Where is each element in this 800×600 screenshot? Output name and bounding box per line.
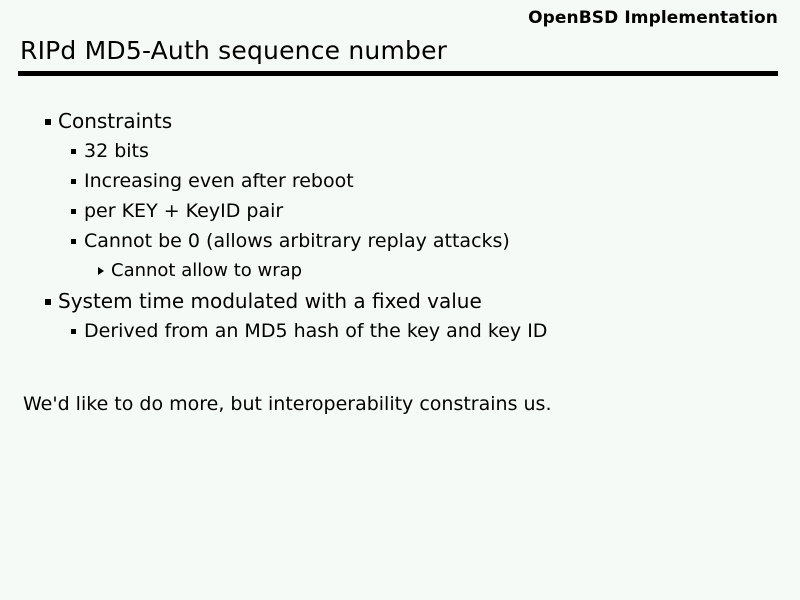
list-item-label: per KEY + KeyID pair <box>84 200 284 222</box>
list-item: 32 bits <box>0 136 800 166</box>
list-item-label: 32 bits <box>84 140 149 162</box>
list-item: Increasing even after reboot <box>0 166 800 196</box>
page-title: RIPd MD5-Auth sequence number <box>20 36 448 65</box>
list-item: Cannot be 0 (allows arbitrary replay att… <box>0 226 800 256</box>
list-item-label: Cannot be 0 (allows arbitrary replay att… <box>84 230 510 252</box>
slide-header-label: OpenBSD Implementation <box>528 8 778 28</box>
bullet-list: Constraints 32 bits Increasing even afte… <box>0 106 800 346</box>
list-item-label: Cannot allow to wrap <box>111 260 303 281</box>
list-item-label: Derived from an MD5 hash of the key and … <box>84 320 548 342</box>
square-bullet-icon <box>70 136 84 165</box>
list-item-label: Constraints <box>58 109 173 133</box>
list-item: Constraints <box>0 106 800 136</box>
list-item: per KEY + KeyID pair <box>0 196 800 226</box>
square-bullet-icon <box>70 316 84 345</box>
title-divider <box>18 71 778 76</box>
square-bullet-icon <box>70 196 84 225</box>
list-item: System time modulated with a fixed value <box>0 286 800 316</box>
square-bullet-icon <box>70 166 84 195</box>
list-item: Cannot allow to wrap <box>0 256 800 286</box>
list-item-label: Increasing even after reboot <box>84 170 354 192</box>
closing-note: We'd like to do more, but interoperabili… <box>23 393 552 415</box>
list-item: Derived from an MD5 hash of the key and … <box>0 316 800 346</box>
list-item-label: System time modulated with a fixed value <box>58 289 482 313</box>
square-bullet-icon <box>44 106 58 136</box>
triangle-bullet-icon <box>97 256 111 284</box>
square-bullet-icon <box>44 286 58 316</box>
square-bullet-icon <box>70 226 84 255</box>
